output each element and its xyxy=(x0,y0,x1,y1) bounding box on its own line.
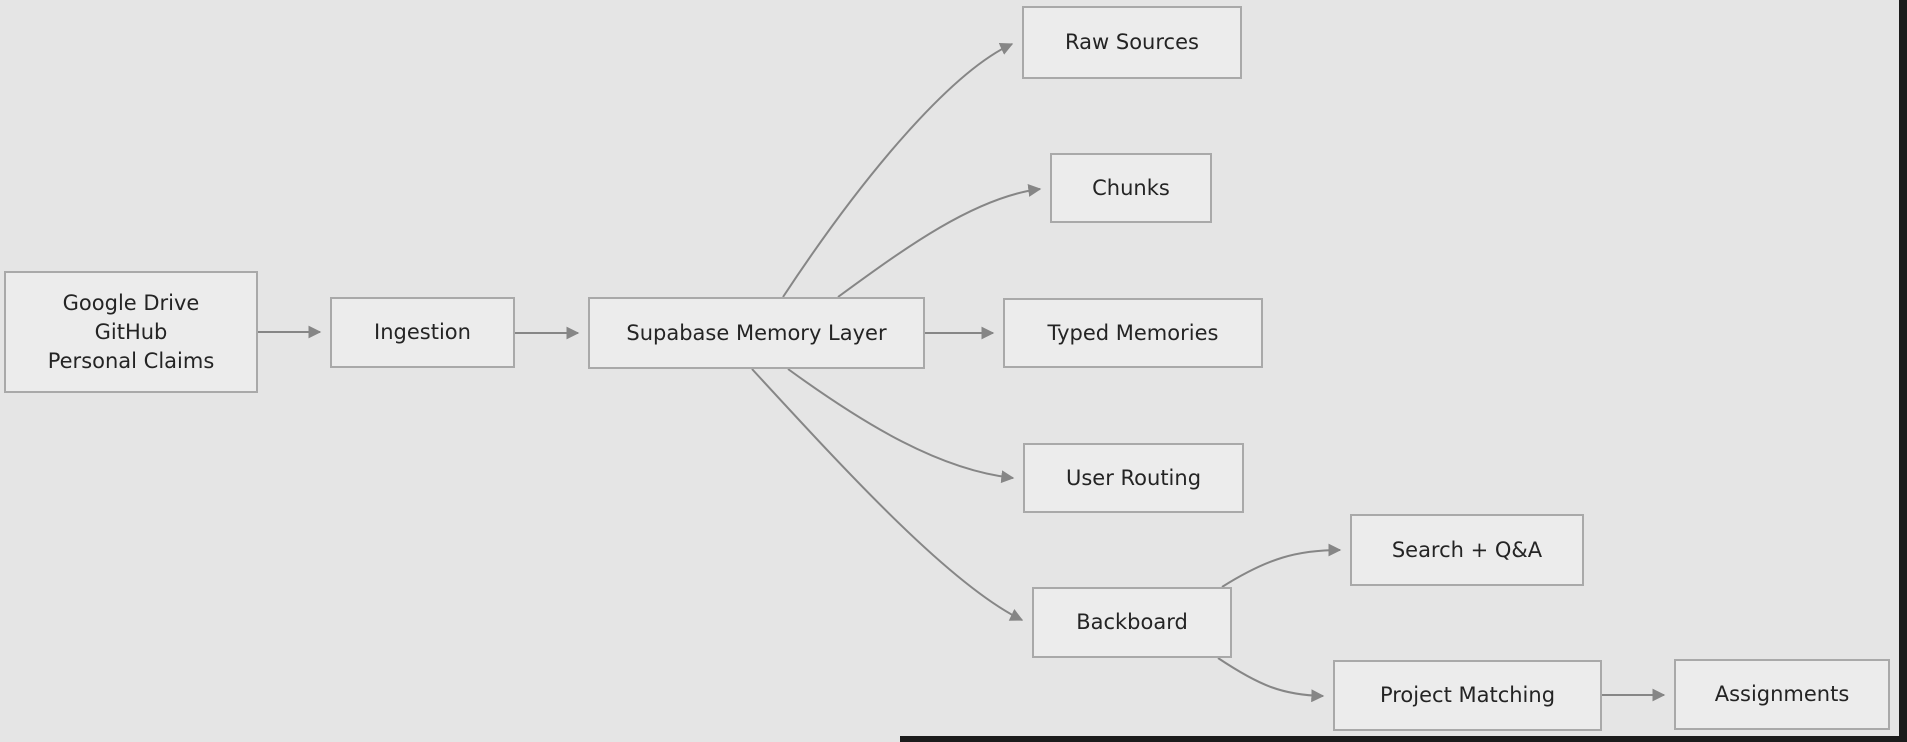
edge-supabase-to-routing xyxy=(787,368,1015,484)
node-supabase: Supabase Memory Layer xyxy=(588,297,925,369)
node-typed: Typed Memories xyxy=(1003,298,1263,368)
node-label: Backboard xyxy=(1076,610,1188,634)
node-label: Supabase Memory Layer xyxy=(626,320,887,345)
edge-backboard-to-search xyxy=(1221,543,1342,588)
node-matching: Project Matching xyxy=(1333,660,1602,731)
node-label: Search + Q&A xyxy=(1391,537,1543,562)
node-search: Search + Q&A xyxy=(1350,514,1584,586)
node-label: Personal Claims xyxy=(47,348,215,373)
edge-backboard-to-matching xyxy=(1217,657,1325,703)
page-frame-bottom xyxy=(900,736,1907,742)
page-frame-right xyxy=(1899,0,1907,742)
edge-supabase-to-raw xyxy=(782,42,1014,298)
node-label: Assignments xyxy=(1714,682,1850,706)
node-chunks: Chunks xyxy=(1050,153,1212,223)
edge-supabase-to-chunks xyxy=(837,183,1042,298)
node-label: Google Drive xyxy=(62,290,200,315)
node-label: User Routing xyxy=(1065,465,1202,490)
node-label: Chunks xyxy=(1092,175,1170,200)
node-label: Project Matching xyxy=(1379,683,1556,707)
node-label: Raw Sources xyxy=(1065,30,1199,54)
node-raw: Raw Sources xyxy=(1022,6,1242,79)
node-label: GitHub xyxy=(94,319,168,344)
node-backboard: Backboard xyxy=(1032,587,1232,658)
node-routing: User Routing xyxy=(1023,443,1244,513)
node-assignments: Assignments xyxy=(1674,659,1890,730)
node-label: Ingestion xyxy=(374,320,471,344)
edge-supabase-to-backboard xyxy=(751,368,1024,621)
node-label: Typed Memories xyxy=(1047,320,1219,345)
node-ingestion: Ingestion xyxy=(330,297,515,368)
